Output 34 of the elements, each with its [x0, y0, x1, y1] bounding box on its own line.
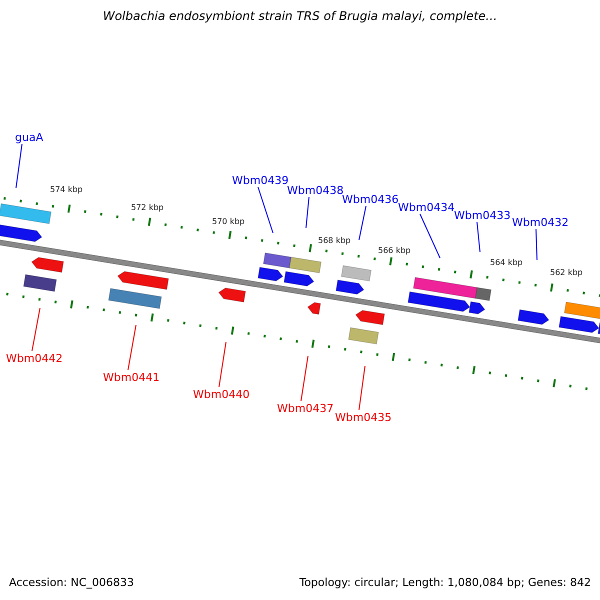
- scale-label: 568 kbp: [318, 236, 351, 246]
- gene-label: Wbm0441: [103, 371, 160, 384]
- leader-line: [358, 206, 366, 240]
- leader-line: [358, 366, 366, 410]
- leader-line: [128, 324, 136, 370]
- scale-label: 564 kbp: [490, 258, 523, 268]
- scale-label: 562 kbp: [550, 268, 583, 278]
- gene-label: Wbm0433: [454, 209, 511, 222]
- scale-label: 574 kbp: [50, 185, 83, 195]
- title: Wolbachia endosymbiont strain TRS of Brugia malayi, complete...: [102, 10, 498, 23]
- gene-label: Wbm0434: [398, 201, 455, 214]
- scale-label: 570 kbp: [212, 217, 245, 227]
- leader-line: [476, 222, 480, 252]
- leader-line: [420, 214, 440, 258]
- gene-label: Wbm0435: [335, 411, 392, 424]
- leader-line: [536, 228, 538, 260]
- genome-info-text: Topology: circular; Length: 1,080,084 bp; Genes: 842: [299, 576, 591, 589]
- gene-label: Wbm0432: [512, 216, 569, 229]
- gene-label: guaA: [15, 131, 44, 144]
- gene-label: Wbm0442: [6, 352, 63, 365]
- leader-line: [218, 342, 226, 388]
- leader-line: [306, 196, 310, 228]
- leader-line: [258, 186, 274, 234]
- gene-label: Wbm0436: [342, 193, 399, 206]
- scale-label: 566 kbp: [378, 246, 411, 256]
- gene-label: Wbm0438: [287, 184, 344, 197]
- leader-line: [16, 144, 22, 188]
- leader-line: [32, 308, 40, 352]
- accession-text: Accession: NC_006833: [9, 576, 134, 589]
- gene-label: Wbm0437: [277, 402, 334, 415]
- gene-label: Wbm0439: [232, 174, 289, 187]
- scale-label: 572 kbp: [131, 203, 164, 213]
- gene-label: Wbm0440: [193, 388, 250, 401]
- leader-line: [300, 356, 308, 402]
